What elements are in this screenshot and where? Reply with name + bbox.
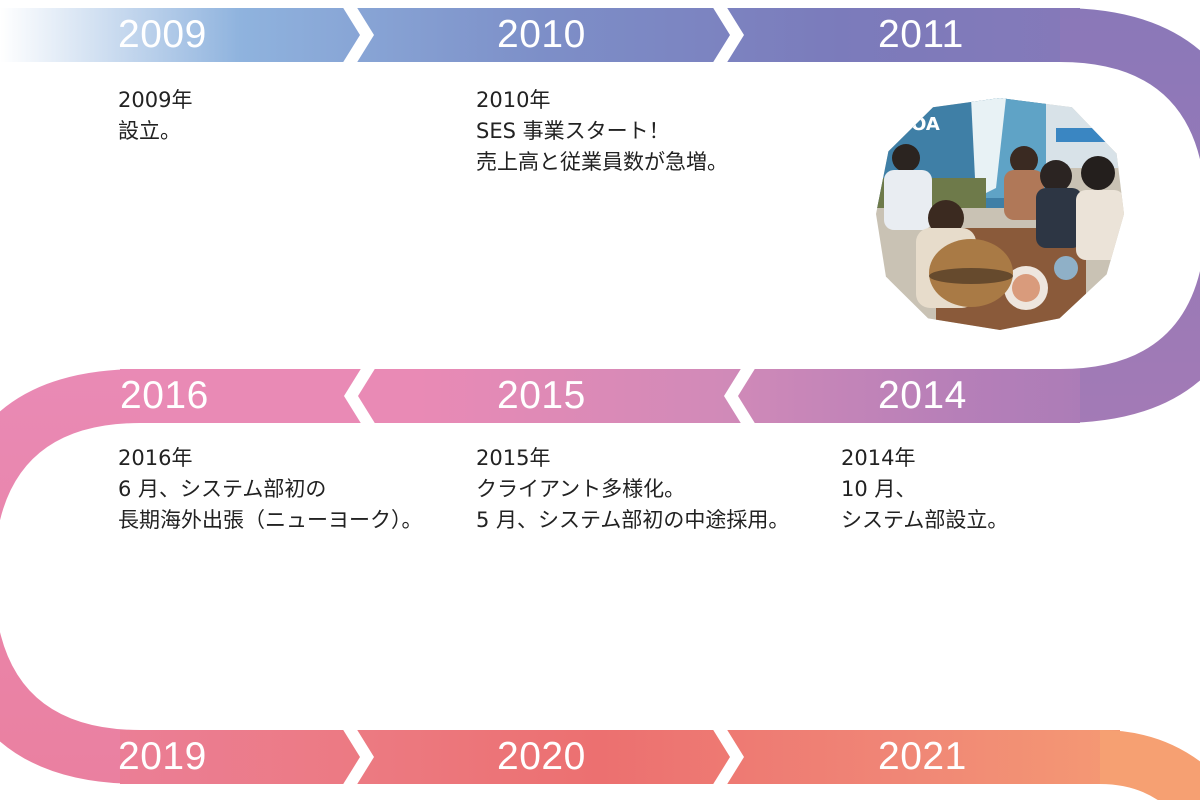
year-label-2016: 2016: [120, 374, 209, 417]
event-description-2009: 2009年 設立。: [118, 85, 192, 147]
event-line: 2015年: [476, 446, 551, 470]
year-label-2009: 2009: [118, 13, 207, 56]
event-line: 2009年: [118, 88, 193, 112]
event-line: 2016年: [118, 446, 193, 470]
year-label-2021: 2021: [878, 735, 967, 778]
event-line: 10 月、: [841, 477, 917, 501]
year-label-2015: 2015: [497, 374, 586, 417]
event-line: クライアント多様化。: [476, 477, 686, 501]
event-description-2010: 2010年 SES 事業スタート！ 売上高と従業員数が急増。: [476, 85, 728, 178]
event-line: 2014年: [841, 446, 916, 470]
year-label-2020: 2020: [497, 735, 586, 778]
event-line: 長期海外出張（ニューヨーク）。: [118, 508, 423, 532]
event-line: システム部設立。: [841, 508, 1009, 532]
event-line: 6 月、システム部初の: [118, 477, 327, 501]
timeline-row-bottom: [120, 730, 1200, 800]
event-line: SES 事業スタート！: [476, 119, 670, 143]
event-description-2016: 2016年 6 月、システム部初の 長期海外出張（ニューヨーク）。: [118, 443, 423, 536]
event-description-2015: 2015年 クライアント多様化。 5 月、システム部初の中途採用。: [476, 443, 789, 536]
chevron-separators: [342, 6, 756, 786]
year-label-2019: 2019: [118, 735, 207, 778]
group-photo: NOA: [876, 98, 1124, 330]
year-label-2014: 2014: [878, 374, 967, 417]
photo-illustration: NOA: [876, 98, 1124, 330]
event-line: 2010年: [476, 88, 551, 112]
event-line: 5 月、システム部初の中途採用。: [476, 508, 790, 532]
event-line: 売上高と従業員数が急増。: [476, 150, 728, 174]
year-label-2010: 2010: [497, 13, 586, 56]
timeline-row-middle: [0, 369, 1080, 784]
event-description-2014: 2014年 10 月、 システム部設立。: [841, 443, 1008, 536]
event-line: 設立。: [118, 119, 181, 143]
year-label-2011: 2011: [878, 13, 964, 56]
